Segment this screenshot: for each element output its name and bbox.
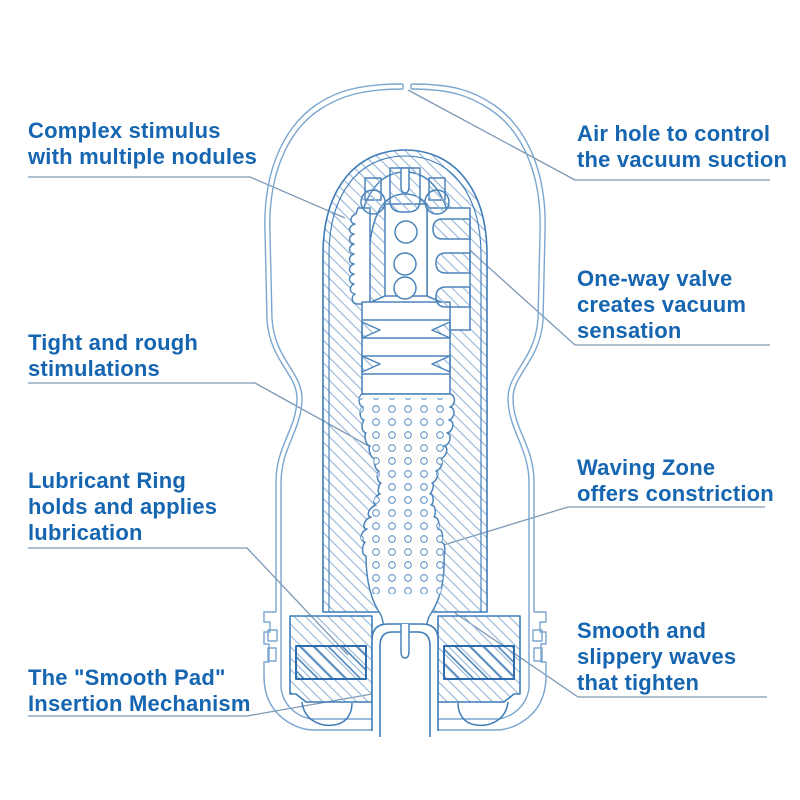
label-tight-rough: Tight and rough stimulations bbox=[28, 330, 199, 381]
lubricant-ring-right bbox=[443, 645, 515, 680]
label-one-way-valve: One-way valve creates vacuum sensation bbox=[577, 266, 747, 343]
leader-lines bbox=[28, 89, 770, 717]
air-hole-notch bbox=[402, 84, 412, 89]
rib-bands bbox=[361, 319, 451, 375]
valve-holes bbox=[393, 220, 418, 300]
label-complex-stimulus: Complex stimulus with multiple nodules bbox=[28, 118, 258, 169]
lubricant-ring-left bbox=[295, 645, 367, 680]
label-smooth-waves: Smooth and slippery waves that tighten bbox=[577, 618, 737, 695]
ribbed-section bbox=[361, 301, 451, 395]
label-lubricant-ring: Lubricant Ring holds and applies lubrica… bbox=[28, 468, 218, 545]
leader-one-way-valve bbox=[454, 236, 770, 346]
tube-slit bbox=[400, 624, 410, 659]
leader-air-hole bbox=[407, 89, 770, 181]
label-air-hole: Air hole to control the vacuum suction bbox=[577, 121, 788, 172]
comb-fingers bbox=[432, 218, 471, 308]
smooth-pad-right bbox=[457, 701, 509, 727]
outer-cup-shell bbox=[263, 83, 547, 731]
label-waving-zone: Waving Zone offers constriction bbox=[577, 455, 774, 506]
smooth-pad-left bbox=[301, 701, 353, 727]
base-assembly bbox=[295, 623, 515, 737]
leader-complex-stimulus bbox=[28, 176, 346, 219]
insertion-tube bbox=[371, 623, 439, 737]
cavity-details bbox=[360, 167, 471, 375]
label-smooth-pad: The "Smooth Pad" Insertion Mechanism bbox=[28, 665, 251, 716]
nodule-wall bbox=[348, 207, 371, 305]
